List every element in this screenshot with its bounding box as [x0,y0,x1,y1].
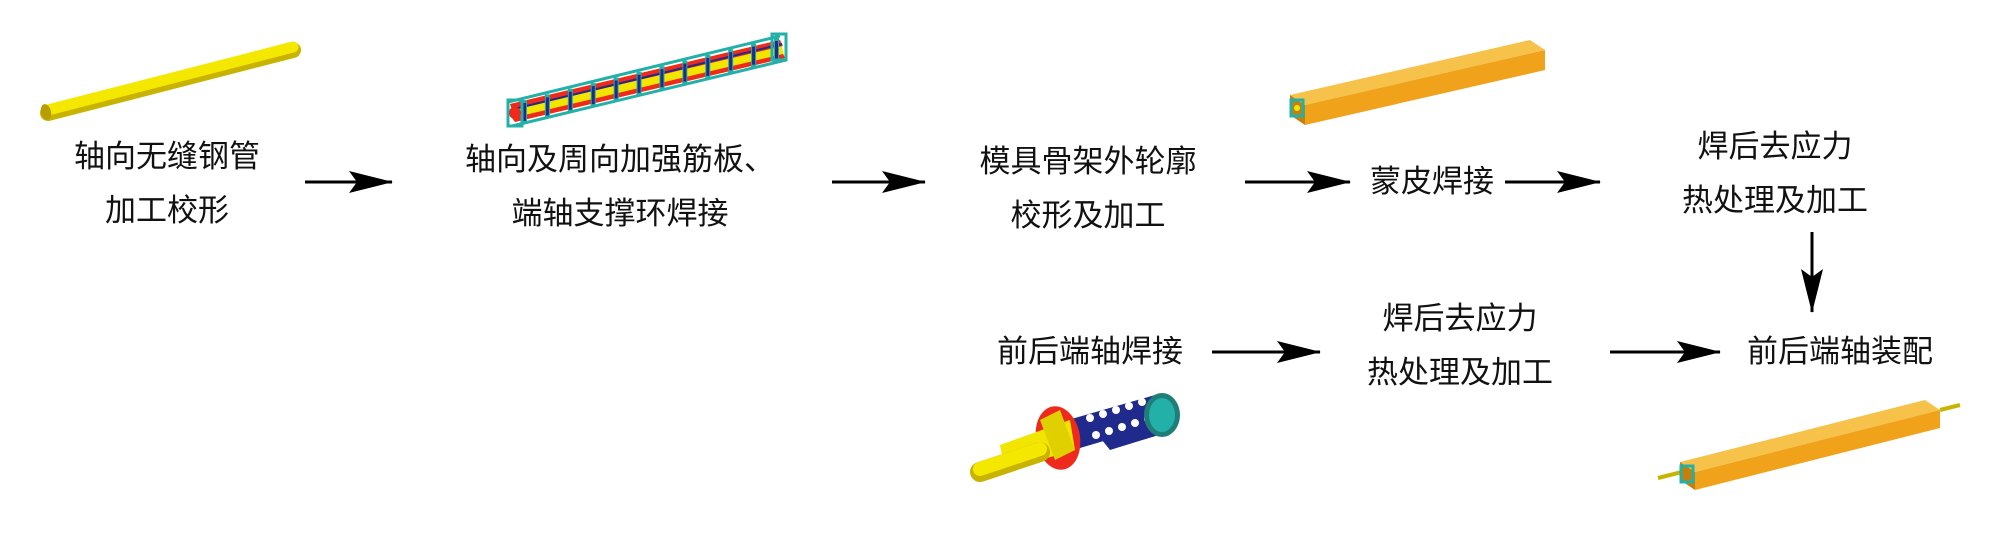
step-rib-welding-label: 轴向及周向加强筋板、 端轴支撑环焊接 [420,133,820,241]
step3-line1: 模具骨架外轮廓 [979,144,1197,180]
step-skin-welding-label: 蒙皮焊接 [1358,155,1506,209]
step-stress-relief-bottom-label: 焊后去应力 热处理及加工 [1345,292,1575,400]
rib-core [637,74,641,93]
rib-core [729,52,733,71]
step-stress-relief-top-label: 焊后去应力 热处理及加工 [1660,120,1890,228]
step4-line1: 蒙皮焊接 [1370,164,1494,200]
step-seamless-tube-label: 轴向无缝钢管 加工校形 [52,130,282,238]
step8-line1: 前后端轴装配 [1747,334,1933,370]
step7-line2: 热处理及加工 [1367,355,1553,391]
rib-core [683,63,687,82]
flow-arrows [305,171,1823,363]
rib-set [522,38,779,124]
step-end-shaft-welding-label: 前后端轴焊接 [975,325,1205,379]
step5-line1: 焊后去应力 [1697,129,1853,165]
skinned-box-beam-image [1289,40,1545,125]
step7-line1: 焊后去应力 [1382,301,1538,337]
assembled-beam-image [1657,400,1961,490]
step2-line2: 端轴支撑环焊接 [511,196,729,232]
end-shaft-assembly-image [970,393,1180,482]
step5-line2: 热处理及加工 [1682,183,1868,219]
rib-core [752,46,756,65]
rib-core [660,69,664,88]
rib-core [591,86,595,105]
step2-line1: 轴向及周向加强筋板、 [465,142,775,178]
step6-line1: 前后端轴焊接 [997,334,1183,370]
seamless-steel-tube-image [40,41,301,121]
step3-line2: 校形及加工 [1010,198,1166,234]
rib-core [523,103,526,121]
step-frame-shaping-label: 模具骨架外轮廓 校形及加工 [948,135,1228,243]
step-end-shaft-assembly-label: 前后端轴装配 [1725,325,1955,379]
reinforced-frame-image [506,32,788,128]
rib-core [775,41,778,59]
rib-core [614,80,618,99]
rib-core [706,57,710,76]
step1-line2: 加工校形 [105,193,229,229]
rib-core [545,97,549,116]
rib-core [568,91,572,110]
step1-line1: 轴向无缝钢管 [74,139,260,175]
